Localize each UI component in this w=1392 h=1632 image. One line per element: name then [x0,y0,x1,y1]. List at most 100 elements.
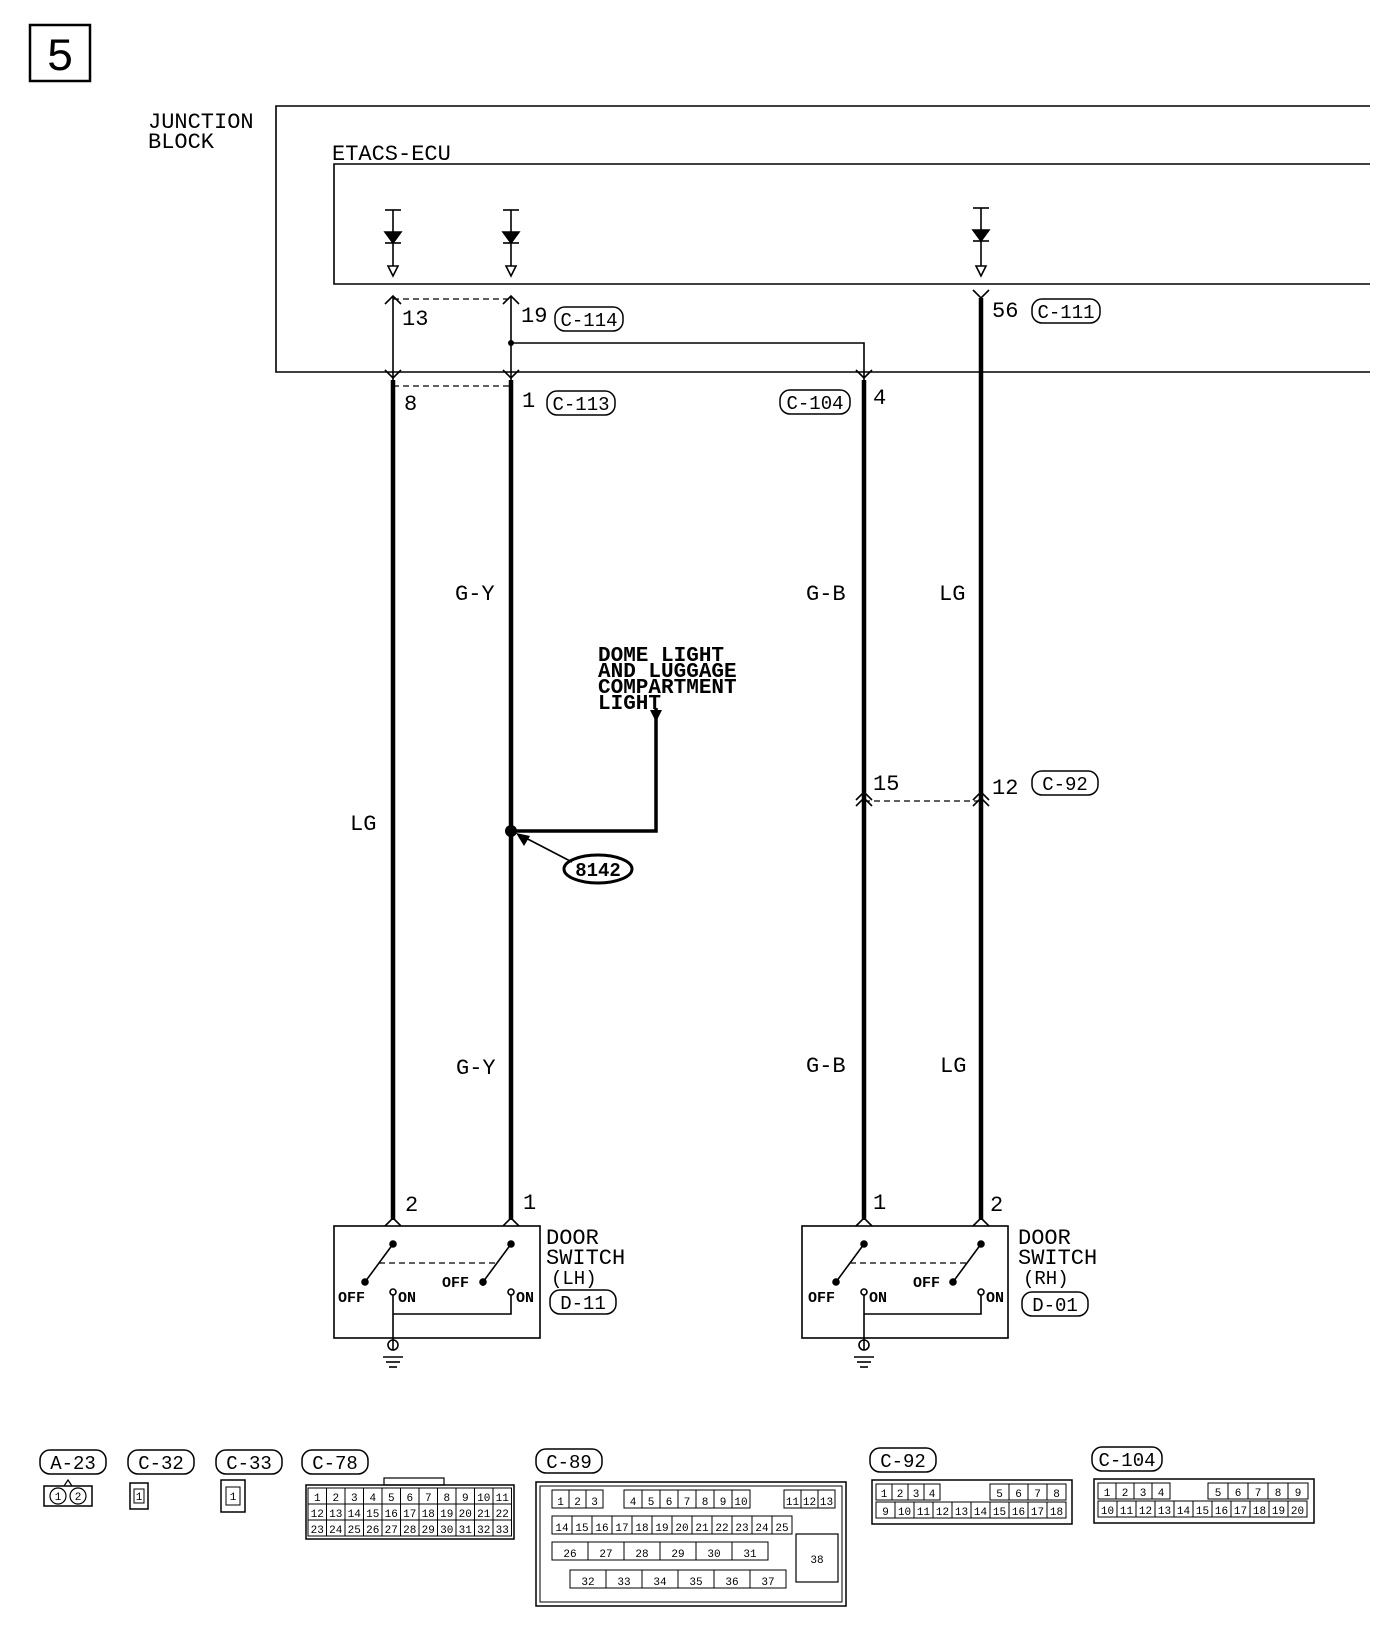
wire-label-lg-left: LG [350,812,376,837]
c78-pin-27: 27 [385,1525,398,1537]
splice-badge [562,853,634,885]
conn-d11-label: D-11 [560,1293,606,1315]
door-rh-pin-2: 2 [990,1193,1003,1218]
c89-pin-7: 7 [684,1497,691,1509]
c104-cell [1287,1500,1308,1518]
c78-pin-29: 29 [422,1525,435,1537]
ecu-diode-3 [971,207,991,278]
c78-pin-19: 19 [440,1509,453,1521]
door-rh-off-right: OFF [913,1275,940,1292]
door-rh-on-right: ON [986,1290,1004,1307]
dome-light-label-4: LIGHT [598,693,661,716]
c89-cell [731,1489,751,1509]
conn-c92-badge [1031,770,1099,796]
c92-pin-10: 10 [898,1507,911,1519]
c78-pin-11: 11 [496,1493,510,1505]
door-lh-off-left: OFF [338,1290,365,1307]
conn-d01-badge [1021,1291,1089,1317]
c89-pin-29: 29 [671,1549,684,1561]
c104-pin-13: 13 [1158,1506,1171,1518]
etacs-ecu-label: ETACS-ECU [332,142,451,167]
c78-pin-31: 31 [459,1525,473,1537]
c89-pin-32: 32 [581,1577,594,1589]
c89-pin-9: 9 [720,1497,727,1509]
c104-pin-2: 2 [1122,1488,1129,1500]
door-lh-pin-2: 2 [405,1193,418,1218]
ecu-to-jb-links [392,296,865,380]
wire-dome-light [511,708,658,833]
conn-view-c78: C-78 [312,1453,358,1475]
c78-pin-30: 30 [440,1525,453,1537]
c92-pin-6: 6 [1015,1489,1022,1501]
c78-pin-33: 33 [496,1525,509,1537]
c89-cell [771,1515,793,1535]
door-rh-off-left: OFF [808,1290,835,1307]
c78-pin-8: 8 [443,1493,450,1505]
c89-pin-30: 30 [707,1549,720,1561]
c104-pin-9: 9 [1295,1488,1302,1500]
c78-pin-18: 18 [422,1509,435,1521]
c89-pin-14: 14 [555,1523,569,1535]
door-rh-label-1: DOOR [1018,1226,1071,1251]
conn-c113-label: C-113 [552,394,609,416]
c78-pin-20: 20 [459,1509,472,1521]
conn-d11-badge [549,1289,617,1315]
c89-pin-12: 12 [803,1497,816,1509]
c89-pin-10: 10 [734,1497,747,1509]
c78-pin-3: 3 [351,1493,358,1505]
door-lh-label-2: SWITCH [546,1246,625,1271]
c92-pin-15: 15 [993,1507,1006,1519]
junction-block-outline [275,105,1370,373]
door-lh-pin-1: 1 [523,1191,536,1216]
c89-pin-4: 4 [630,1497,637,1509]
c104-pin-11: 11 [1120,1506,1134,1518]
splice-leader-arrow [516,833,530,846]
c89-pin-33: 33 [617,1577,630,1589]
c78-pin-5: 5 [388,1493,395,1505]
c78-pin-25: 25 [348,1525,361,1537]
c78-pin-23: 23 [311,1525,324,1537]
c78-pin-2: 2 [332,1493,339,1505]
conn-c104-label: C-104 [786,393,843,415]
wire-label-gb-lower: G-B [806,1054,846,1079]
ecu-diode-2 [501,209,521,278]
c89-pin-23: 23 [735,1523,748,1535]
c78-pin-14: 14 [348,1509,362,1521]
c89-pin-35: 35 [689,1577,702,1589]
c89-pin-27: 27 [599,1549,612,1561]
c92-pin-12: 12 [936,1507,949,1519]
dome-light-arrow [650,710,662,722]
c89-pin-17: 17 [615,1523,628,1535]
c92-pin-4: 4 [929,1489,936,1501]
c92-pin-2: 2 [897,1489,904,1501]
c89-pin-21: 21 [695,1523,709,1535]
c89-pin-26: 26 [563,1549,576,1561]
conn-c111-label: C-111 [1037,302,1094,324]
c78-pin-28: 28 [403,1525,416,1537]
pin-56: 56 [992,299,1018,324]
c92-pin-3: 3 [913,1489,920,1501]
pin-13: 13 [402,307,428,332]
c89-pin-36: 36 [725,1577,738,1589]
c78-pin-22: 22 [496,1509,509,1521]
c89-cell [817,1489,836,1509]
c89-pin-13: 13 [820,1497,833,1509]
c78-pin-16: 16 [385,1509,398,1521]
c104-pin-18: 18 [1253,1506,1266,1518]
c78-pin-10: 10 [477,1493,490,1505]
c89-pin-6: 6 [666,1497,673,1509]
wire-label-gb-upper: G-B [806,582,846,607]
c89-pin-34: 34 [653,1577,667,1589]
c89-pin-22: 22 [715,1523,728,1535]
c92-pin-16: 16 [1012,1507,1025,1519]
conn-view-a23: A-23 [50,1453,96,1475]
c104-pin-17: 17 [1234,1506,1247,1518]
c78-pin-6: 6 [406,1493,413,1505]
c104-pin-5: 5 [1215,1488,1222,1500]
door-switch-rh-box [801,1225,1009,1339]
c89-pin-11: 11 [786,1497,800,1509]
c89-pin-25: 25 [775,1523,788,1535]
